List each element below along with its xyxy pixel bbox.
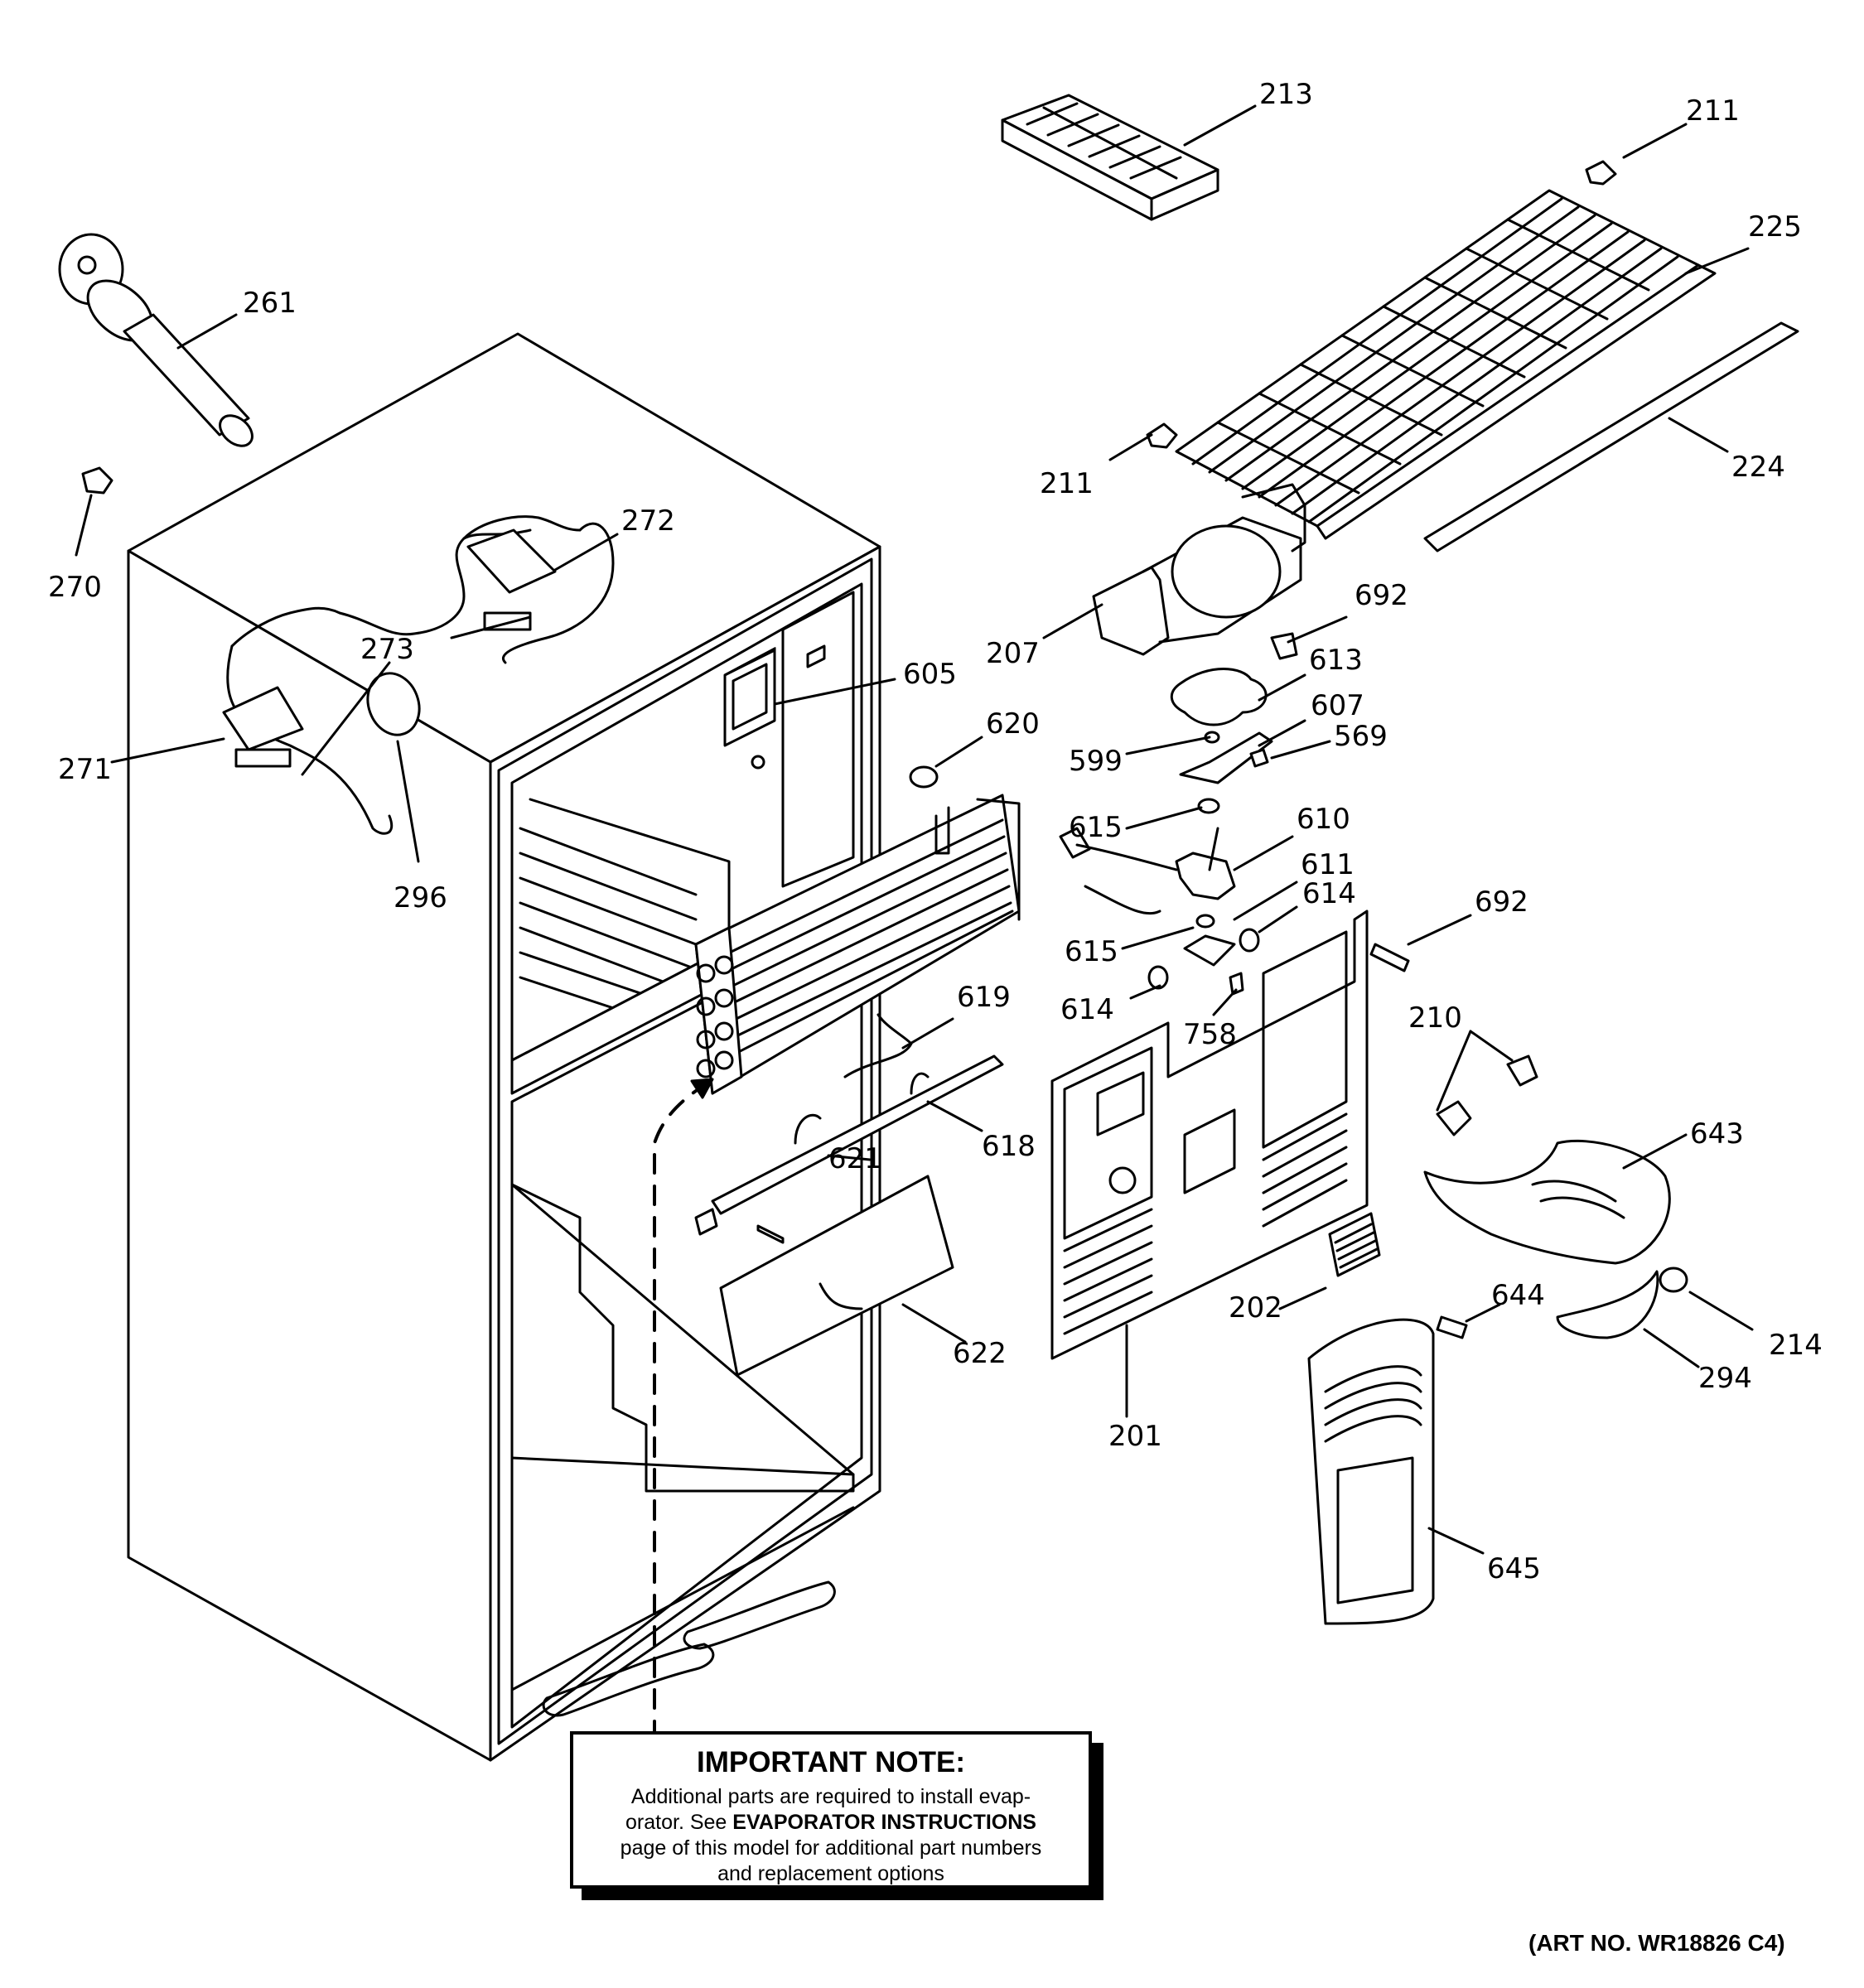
evaporator-cover xyxy=(1050,910,1369,1360)
screw-270 xyxy=(81,466,113,495)
important-note-box: IMPORTANT NOTE: Additional parts are req… xyxy=(570,1731,1092,1889)
label-621: 621 xyxy=(828,1142,882,1175)
note-line-1: Additional parts are required to install… xyxy=(630,1785,1031,1808)
label-214: 214 xyxy=(1769,1329,1823,1362)
note-line-4: and replacement options xyxy=(717,1862,944,1885)
label-605: 605 xyxy=(903,658,957,691)
label-225: 225 xyxy=(1748,210,1802,244)
label-271: 271 xyxy=(58,753,112,786)
label-294: 294 xyxy=(1698,1362,1752,1395)
label-207: 207 xyxy=(986,637,1040,670)
label-270: 270 xyxy=(48,571,102,604)
label-622: 622 xyxy=(953,1337,1007,1370)
label-599: 599 xyxy=(1069,745,1123,778)
note-line-3: page of this model for additional part n… xyxy=(620,1836,1042,1860)
label-613: 613 xyxy=(1309,644,1363,677)
leader-lines xyxy=(75,104,1754,1555)
label-614-right: 614 xyxy=(1302,877,1356,910)
label-569: 569 xyxy=(1334,720,1388,753)
screw-644 xyxy=(1436,1315,1468,1339)
label-614-left: 614 xyxy=(1060,993,1114,1026)
note-line-2: orator. See EVAPORATOR INSTRUCTIONS xyxy=(573,1810,1089,1836)
arrow-head xyxy=(690,1078,714,1099)
label-643: 643 xyxy=(1690,1117,1744,1151)
label-201: 201 xyxy=(1108,1420,1162,1453)
note-title: IMPORTANT NOTE: xyxy=(696,1746,966,1778)
label-619: 619 xyxy=(957,981,1011,1014)
label-645: 645 xyxy=(1487,1552,1541,1585)
note-line-2-start: orator. See xyxy=(625,1811,733,1834)
label-618: 618 xyxy=(982,1130,1036,1163)
evaporator xyxy=(694,794,1021,1095)
fill-tube xyxy=(58,233,254,447)
ice-tray xyxy=(1001,94,1219,221)
fan-bracket xyxy=(1092,483,1306,656)
grille xyxy=(1328,1212,1381,1277)
evaporator-instructions-text: EVAPORATOR INSTRUCTIONS xyxy=(732,1811,1036,1834)
ring-214 xyxy=(1659,1267,1688,1293)
wire-shelf xyxy=(1175,189,1799,552)
label-211-bottom: 211 xyxy=(1040,467,1094,500)
label-611: 611 xyxy=(1301,848,1355,881)
fan-cover-294 xyxy=(1556,1270,1659,1339)
label-615-top: 615 xyxy=(1069,811,1123,844)
label-758: 758 xyxy=(1183,1018,1237,1051)
wire-harness xyxy=(222,515,615,835)
label-620: 620 xyxy=(986,707,1040,741)
label-210: 210 xyxy=(1408,1001,1462,1035)
air-duct xyxy=(1307,1318,1435,1625)
label-692-right: 692 xyxy=(1475,885,1528,919)
label-607: 607 xyxy=(1311,689,1364,722)
label-692-top: 692 xyxy=(1355,579,1408,612)
evaporator-arrow xyxy=(653,1083,706,1741)
shelf-stop-clip xyxy=(1146,160,1617,449)
fan-shroud xyxy=(1423,1054,1671,1265)
cabinet xyxy=(127,332,881,1762)
label-224: 224 xyxy=(1731,451,1785,484)
screw-692 xyxy=(1369,943,1410,972)
art-number: (ART NO. WR18826 C4) xyxy=(1528,1930,1785,1956)
label-644: 644 xyxy=(1491,1279,1545,1312)
label-273: 273 xyxy=(360,633,414,666)
label-272: 272 xyxy=(621,504,675,538)
defrost-heater xyxy=(694,1013,1004,1244)
drain-trough xyxy=(719,1175,954,1377)
label-261: 261 xyxy=(243,287,297,320)
label-296: 296 xyxy=(394,881,447,914)
label-202: 202 xyxy=(1229,1291,1282,1325)
fan-motor-parts xyxy=(1059,632,1298,996)
drain-plug xyxy=(909,765,939,789)
label-211-top: 211 xyxy=(1686,94,1740,128)
label-610: 610 xyxy=(1297,803,1350,836)
label-213: 213 xyxy=(1259,78,1313,111)
label-615-bottom: 615 xyxy=(1065,935,1118,968)
